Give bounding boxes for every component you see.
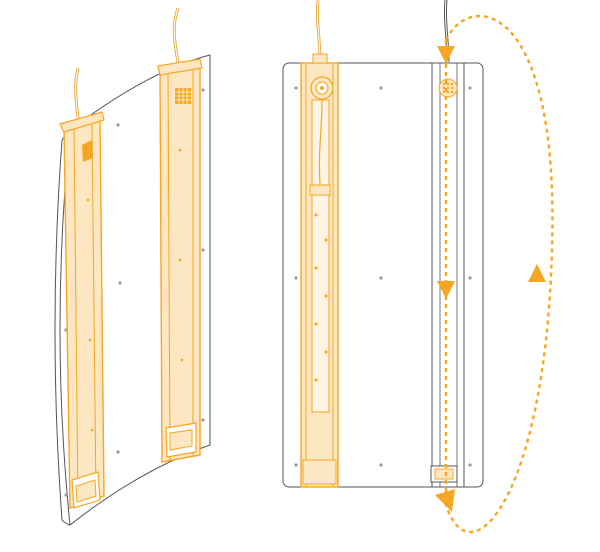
airflow-return-path (444, 14, 554, 534)
rivet (201, 418, 205, 422)
rivet (201, 88, 205, 92)
up-arrow-right (528, 264, 546, 282)
rivet (118, 281, 122, 285)
rivet (468, 276, 472, 280)
grille-icon (175, 88, 191, 104)
left-curved-panel-view (54, 7, 211, 526)
cable-back (172, 7, 180, 63)
fan-icon (310, 76, 334, 100)
rivet (201, 248, 205, 252)
rivet (468, 86, 472, 90)
rivet (294, 86, 298, 90)
rivet (379, 86, 383, 90)
grille-icon (82, 140, 93, 162)
down-arrow-middle (437, 281, 455, 299)
rivet (116, 450, 120, 454)
down-arrow-top (437, 46, 455, 64)
cable-front (312, 0, 328, 64)
right-flat-panel-view (282, 0, 554, 534)
left-heater-element-front (59, 111, 105, 509)
curved-panel-edge-bottom (61, 519, 71, 526)
cable-left (74, 67, 80, 119)
rivet (116, 123, 120, 127)
down-arrow-bottom (435, 489, 455, 512)
rivet (294, 463, 298, 467)
right-heater-element-front (300, 62, 339, 488)
rivet (468, 463, 472, 467)
rivet (294, 276, 298, 280)
left-heater-element-back (157, 58, 203, 463)
right-heater-element-side (430, 62, 465, 488)
rivet (64, 493, 68, 497)
airflow-loop (435, 14, 554, 534)
rivet (379, 463, 383, 467)
rivet (379, 276, 383, 280)
curved-panel-edge (54, 139, 63, 521)
grille-icon (438, 78, 458, 98)
